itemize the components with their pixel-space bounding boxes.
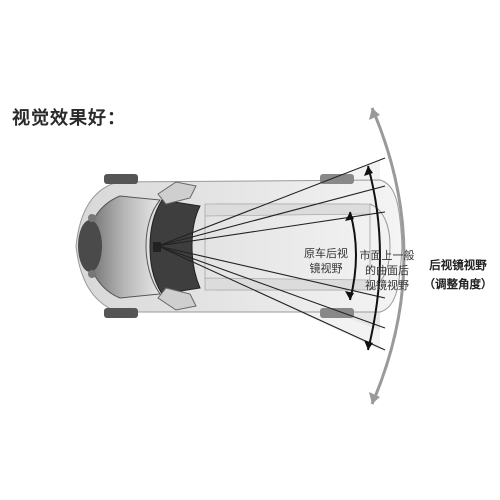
market-label-line2: 的曲面后 — [365, 264, 409, 277]
side-mirror-bottom — [157, 287, 197, 311]
market-label-line3: 视镜视野 — [365, 279, 409, 292]
market-view-arc — [367, 165, 381, 351]
ours-label-line2: （调整角度） — [423, 277, 493, 291]
ours-view-arc — [370, 107, 406, 405]
rearview-mirror-mark — [153, 242, 161, 252]
original-view-arc — [349, 211, 357, 301]
ours-label-line1: 后视镜视野 — [429, 258, 487, 272]
market-label-line1: 市面上一般 — [359, 249, 415, 262]
sight-lines — [157, 157, 386, 351]
original-label-line2: 镜视野 — [309, 262, 343, 275]
car-top-view — [75, 174, 403, 318]
our-mirror-label: 后视镜视野 （调整角度） — [420, 258, 496, 292]
side-mirror-top — [157, 181, 197, 205]
page-heading: 视觉效果好： — [12, 108, 126, 129]
original-mirror-label: 原车后视 镜视野 — [298, 246, 354, 276]
market-mirror-label: 市面上一般 的曲面后 视镜视野 — [356, 248, 418, 293]
original-label-line1: 原车后视 — [304, 247, 348, 260]
